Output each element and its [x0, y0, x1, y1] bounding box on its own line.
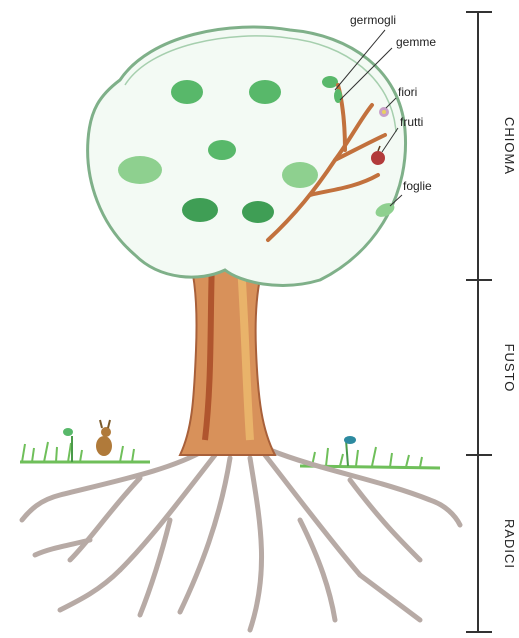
plant-icon-right: [344, 436, 356, 466]
label-frutti: frutti: [400, 115, 423, 129]
bud-icon: [334, 89, 342, 103]
flower-icon: [379, 107, 389, 117]
section-label-chioma: CHIOMA: [502, 117, 517, 175]
section-label-radici: RADICI: [502, 519, 517, 569]
label-fiori: fiori: [398, 85, 417, 99]
roots: [22, 450, 460, 630]
section-axis: [466, 12, 492, 632]
squirrel-icon: [96, 420, 112, 456]
section-label-fusto: FUSTO: [502, 344, 517, 393]
label-germogli: germogli: [350, 13, 396, 27]
canopy: [88, 27, 406, 285]
label-foglie: foglie: [403, 179, 432, 193]
label-gemme: gemme: [396, 35, 436, 49]
